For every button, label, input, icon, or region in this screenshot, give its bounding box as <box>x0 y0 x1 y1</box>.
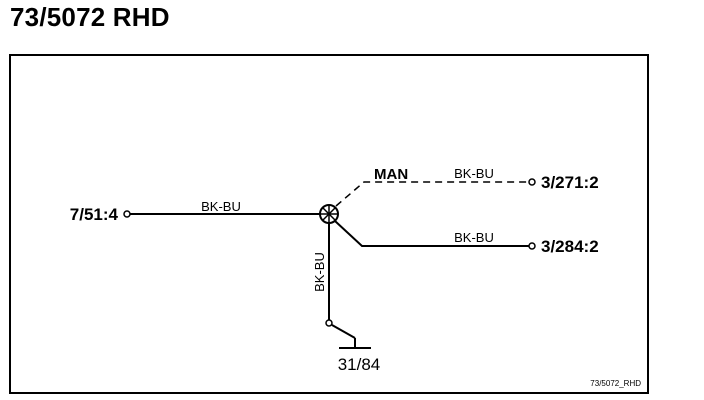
wire-label-lower-right: BK-BU <box>454 230 494 245</box>
option-label-man: MAN <box>374 166 408 183</box>
splice-icon <box>319 204 339 224</box>
connector-terminal-upper-right <box>528 178 536 186</box>
wire-label-left: BK-BU <box>201 199 241 214</box>
connector-terminal-ground <box>325 319 333 327</box>
page-title: 73/5072 RHD <box>10 2 170 32</box>
connector-label-upper-right: 3/271:2 <box>541 173 599 192</box>
connector-label-lower-right: 3/284:2 <box>541 237 599 256</box>
wire-lower-right <box>334 220 529 247</box>
diagram-border <box>9 54 649 394</box>
connector-terminal-left <box>123 210 131 218</box>
ground-label: 31/84 <box>338 355 381 374</box>
wire-label-down: BK-BU <box>312 252 327 292</box>
diagram-code: 73/5072_RHD <box>590 379 641 388</box>
wiring-diagram: 7/51:4 BK-BU 3/271:2 MAN BK-BU 3/284:2 B… <box>9 54 649 394</box>
connector-label-left: 7/51:4 <box>70 205 119 224</box>
wire-label-upper-right: BK-BU <box>454 166 494 181</box>
connector-terminal-lower-right <box>528 242 536 250</box>
ground-icon <box>331 324 371 349</box>
wire-upper-right-optional <box>335 181 529 207</box>
